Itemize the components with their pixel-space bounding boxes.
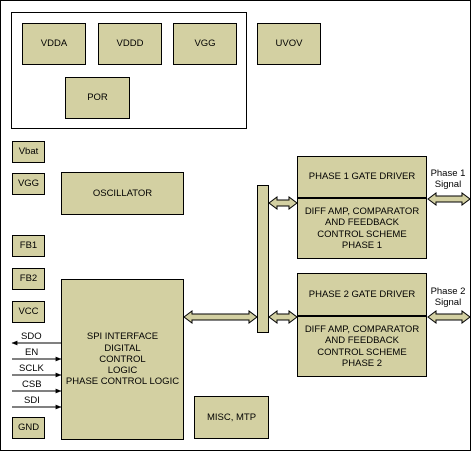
phase1-control-block: DIFF AMP, COMPARATOR AND FEEDBACK CONTRO… (297, 198, 427, 259)
csb-label: CSB (22, 379, 42, 390)
gnd-pin: GND (12, 417, 45, 439)
phase2-signal-label: Phase 2 Signal (430, 286, 466, 308)
vgg-pin: VGG (12, 173, 45, 195)
bus-phase1-arrow (268, 196, 298, 210)
en-label: EN (25, 347, 39, 358)
sclk-label: SCLK (19, 363, 44, 374)
vcc-pin: VCC (12, 301, 45, 323)
sdo-label: SDO (21, 331, 42, 342)
phase2-signal-arrow (427, 310, 470, 324)
power-supply-group (11, 12, 247, 129)
spi-control-logic-block: SPI INTERFACE DIGITAL CONTROL LOGIC PHAS… (61, 279, 184, 440)
bus-phase2-arrow (268, 310, 298, 324)
vddd-block: VDDD (98, 23, 162, 65)
uvov-block: UVOV (257, 23, 321, 65)
internal-bus-bar (257, 185, 269, 333)
phase1-gate-driver-block: PHASE 1 GATE DRIVER (297, 156, 427, 198)
oscillator-block: OSCILLATOR (61, 172, 184, 215)
por-block: POR (65, 77, 130, 119)
phase2-gate-driver-block: PHASE 2 GATE DRIVER (297, 273, 427, 316)
phase1-signal-label: Phase 1 Signal (430, 168, 466, 190)
sdi-label: SDI (24, 395, 40, 406)
phase2-control-block: DIFF AMP, COMPARATOR AND FEEDBACK CONTRO… (297, 316, 427, 377)
fb2-pin: FB2 (12, 268, 45, 290)
phase1-signal-arrow (427, 192, 470, 206)
vgg-supply-block: VGG (173, 23, 237, 65)
vbat-pin: Vbat (12, 141, 45, 163)
fb1-pin: FB1 (12, 235, 45, 257)
misc-mtp-block: MISC, MTP (194, 396, 269, 439)
spi-bus-arrow (183, 310, 258, 324)
vdda-block: VDDA (22, 23, 86, 65)
